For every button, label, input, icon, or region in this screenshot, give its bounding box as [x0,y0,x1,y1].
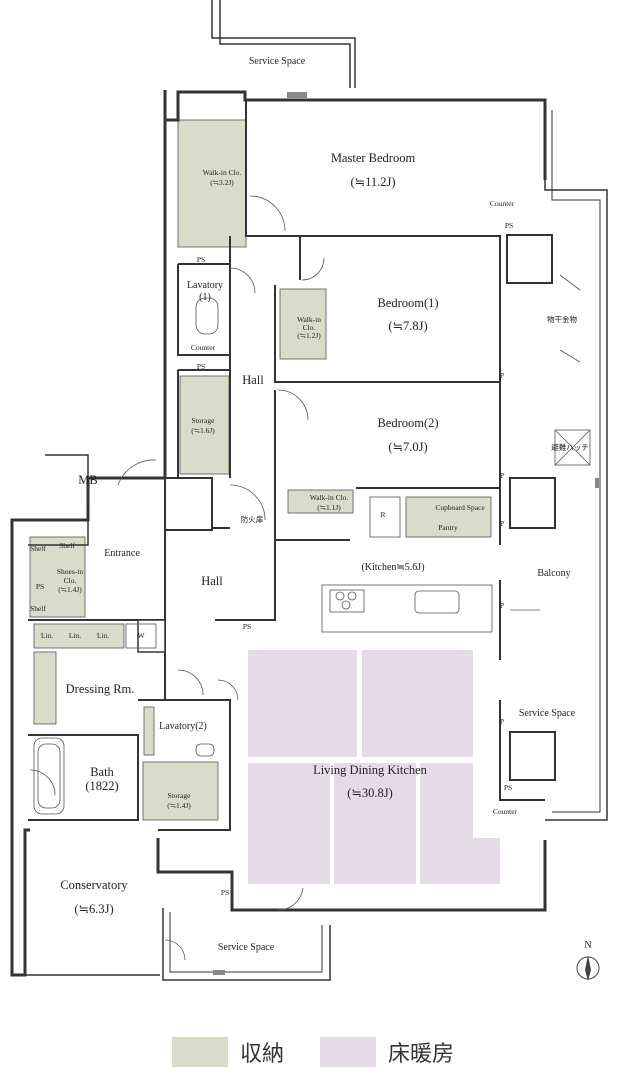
mb-label: MB [78,473,97,487]
ps-label-6: PS [504,783,512,792]
shoes-in-size: (≒1.4J) [58,585,82,594]
ps-label-2: PS [505,221,513,230]
exterior-walls [10,0,608,981]
p-label-1: P [500,371,504,380]
shoes-in-label-a: Shoes-in [57,567,84,576]
shelf-label-2: Shelf [59,541,75,550]
counter-label-3: Counter [493,807,518,816]
legend: 収納 床暖房 [172,1037,454,1067]
walkin-master-label: Walk-in Clo. [203,168,242,177]
lin-label-1: Lin. [41,631,53,640]
walkin-b1-size: (≒1.2J) [297,331,321,340]
legend-heating-label: 床暖房 [388,1041,454,1066]
hall-label-1: Hall [242,373,264,387]
entrance-label: Entrance [104,548,140,559]
service-space-right-label: Service Space [519,708,576,719]
counter-label-1: Counter [490,199,515,208]
lavatory1-label: Lavatory [187,280,223,291]
north-label: N [584,940,591,951]
master-bedroom-label: Master Bedroom [331,151,416,165]
ps-label-5: PS [243,622,251,631]
walkin-b1-label-a: Walk-in [297,315,321,324]
ldk-size: (≒30.8J) [347,786,393,800]
pantry-label: Pantry [438,523,458,532]
ps-label-7: PS [221,888,229,897]
bedroom2-size: (≒7.0J) [388,440,427,454]
floor-heating-zones [248,650,500,884]
master-bedroom-size: (≒11.2J) [350,175,395,189]
service-space-bottom-label: Service Space [218,942,275,953]
ldk-label: Living Dining Kitchen [313,763,428,777]
lin-label-2: Lin. [69,631,81,640]
legend-storage-swatch [172,1037,228,1067]
storage2-label: Storage [168,791,192,800]
shelf-label-3: Shelf [30,604,46,613]
walkin-b2-label: Walk-in Clo. [310,493,349,502]
drying-hardware-label: 物干金物 [547,314,577,324]
hall-label-2: Hall [201,574,223,588]
conservatory-label: Conservatory [60,878,128,892]
ps-label-1: PS [197,255,205,264]
p-label-3: P [500,519,504,528]
walkin-b1-label-b: Clo. [303,323,316,332]
p-label-2: P [500,471,504,480]
ps-label-3: PS [197,362,205,371]
door-swings [29,195,540,961]
p-label-4: P [500,601,504,610]
interior-walls [28,100,545,831]
fire-door-label: 防火扉 [241,514,264,524]
bath-label: Bath [90,765,114,779]
lavatory2-label: Lavatory(2) [159,721,207,732]
bath-size: (1822) [85,779,118,793]
ps-label-4: PS [36,582,44,591]
fixtures [33,92,599,975]
washer-label: W [137,631,145,640]
p-label-5: P [500,717,504,726]
cupboard-label: Cupboard Space [435,503,485,512]
balcony-label: Balcony [537,568,570,579]
walkin-master-size: (≒3.2J) [210,178,234,187]
bedroom1-size: (≒7.8J) [388,319,427,333]
refrigerator-label: R [380,510,385,519]
counter-label-2: Counter [191,343,216,352]
bedroom2-label: Bedroom(2) [377,416,438,430]
storage2-size: (≒1.4J) [167,801,191,810]
storage-zones [29,119,492,821]
shoes-in-label-b: Clo. [64,576,77,585]
escape-hatch-label: 避難ハッチ [551,442,589,452]
service-space-top-label: Service Space [249,56,306,67]
room-labels: Service Space Master Bedroom (≒11.2J) Wa… [30,56,589,953]
walkin-b2-size: (≒1.1J) [317,503,341,512]
legend-heating-swatch [320,1037,376,1067]
bedroom1-label: Bedroom(1) [377,296,438,310]
kitchen-label: (Kitchen≒5.6J) [361,562,424,573]
conservatory-size: (≒6.3J) [74,902,113,916]
columns [137,234,556,781]
storage1-size: (≒1.6J) [191,426,215,435]
legend-storage-label: 収納 [240,1041,284,1066]
storage1-label: Storage [192,416,216,425]
dressing-room-label: Dressing Rm. [66,682,135,696]
lin-label-3: Lin. [97,631,109,640]
shelf-label-1: Shelf [30,544,46,553]
north-compass: N [576,940,600,981]
lavatory1-num: (1) [199,292,211,303]
